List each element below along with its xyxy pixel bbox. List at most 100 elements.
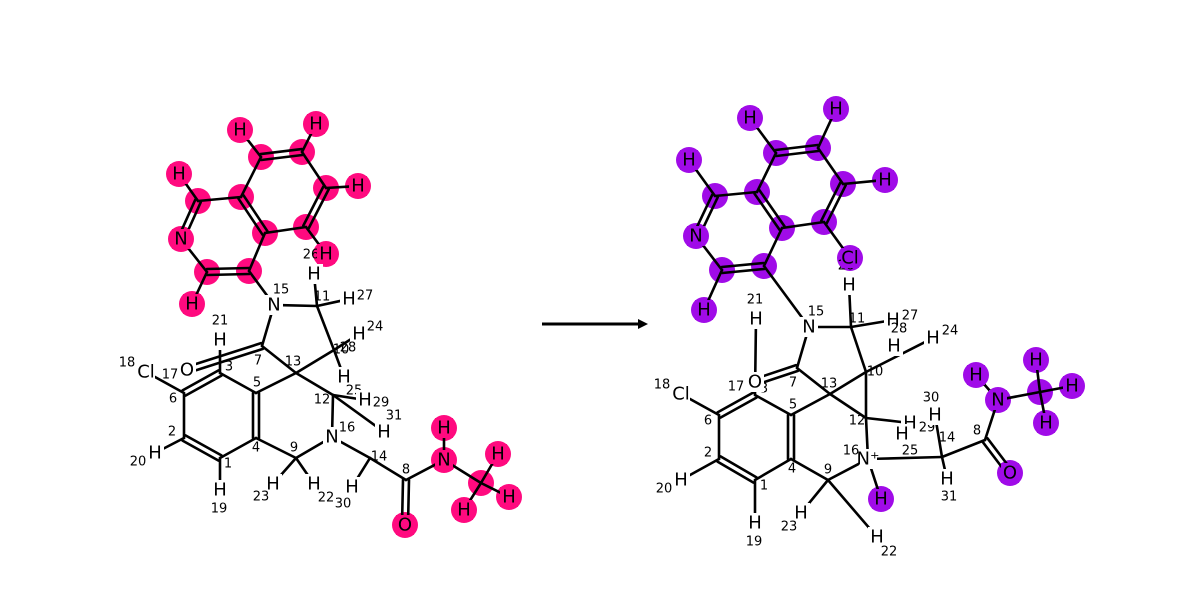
atom-label-bg [356,390,374,410]
atom-index: 2 [168,425,176,440]
single-bond [185,244,209,274]
atom-label-bg [1063,376,1081,396]
atom-label-bg [435,450,453,470]
atom-index: 15 [273,283,290,298]
atom-label-bg [967,365,985,385]
atom-index: 26 [303,248,320,263]
double-bond [400,478,405,518]
atom-label-bg [489,444,507,464]
atom-label: H [437,418,451,439]
single-bond [795,334,808,370]
atom-label: Cl [841,248,859,269]
atom-label-bg [137,362,155,382]
atom-index: 19 [211,502,228,517]
atom-label: H [233,120,247,141]
atom-label: H [928,405,942,426]
single-bond [1038,386,1065,394]
single-bond [864,340,927,374]
single-bond [753,393,793,417]
atom-label-bg [455,500,473,520]
atom-label: H [309,114,323,135]
single-bond [239,155,263,199]
atom-label: O [180,360,194,381]
single-bond [294,371,335,397]
atom-label-bg [264,474,282,494]
atom-label-bg [672,470,690,490]
atom-index: 9 [824,463,832,478]
single-bond [218,371,258,395]
single-bond [828,370,868,396]
atom-index: 11 [314,290,331,305]
double-bond [820,181,842,222]
single-bond [869,466,880,492]
atom-label: H [829,99,843,120]
atom-index: 10 [333,343,350,358]
atom-label-bg [868,527,886,547]
single-bond [780,220,826,230]
atom-label: H [794,503,808,524]
double-bond [181,369,220,392]
double-bond [180,198,197,231]
atom-label: H [345,477,359,498]
single-bond [841,179,878,186]
atom-index: 4 [788,462,796,477]
single-bond [754,123,778,155]
double-bond [237,197,264,236]
atom-label: Cl [137,362,155,383]
atom-index: 1 [760,479,768,494]
single-bond [304,225,322,249]
atom-index: 10 [867,365,884,380]
single-bond [182,180,200,203]
single-bond [300,130,314,154]
single-bond [331,393,379,429]
atom-label-bg [840,275,858,295]
single-bond [332,348,343,370]
atom-label-bg [672,384,690,404]
arrow-head [638,319,648,329]
single-bond [194,270,209,298]
single-bond [983,407,997,442]
atom-label: H [895,424,909,445]
atom-index: 15 [808,305,825,320]
atom-label-bg [792,503,810,523]
single-bond [294,440,326,460]
atom-index: 1 [224,457,232,472]
atom-label-bg [1001,463,1019,483]
atom-label-bg [746,513,764,533]
atom-label-bg [375,422,393,442]
atom-label-bg [305,264,323,284]
single-bond [450,463,483,485]
single-bond [313,281,319,308]
single-bond [1038,390,1046,416]
atom-label-bg [893,424,911,444]
atom-index: 22 [881,545,898,560]
atom-label-bg [746,372,764,392]
atom-label: N [689,226,702,247]
double-bond [406,478,411,518]
atom-index: 24 [942,324,959,339]
single-bond [244,135,263,159]
atom-label: H [377,422,391,443]
double-bond [205,272,251,277]
double-bond [307,188,330,230]
single-bond [849,325,868,374]
atom-label-bg [989,390,1007,410]
atom-index: 22 [318,491,335,506]
atom-label-bg [335,367,353,387]
double-bond [701,195,720,231]
single-bond [795,366,832,396]
atom-index: 2 [704,446,712,461]
atom-label: Cl [672,384,690,405]
single-bond [324,185,351,190]
atom-label: H [886,310,900,331]
double-bond [242,194,269,233]
atom-label-bg [343,477,361,497]
atom-label-bg [827,99,845,119]
atom-label-bg [1037,413,1055,433]
single-bond [864,416,903,424]
single-bond [263,225,308,235]
single-bond [315,299,342,308]
single-bond [700,241,724,272]
atom-label-bg [350,324,368,344]
atom-label: H [969,365,983,386]
